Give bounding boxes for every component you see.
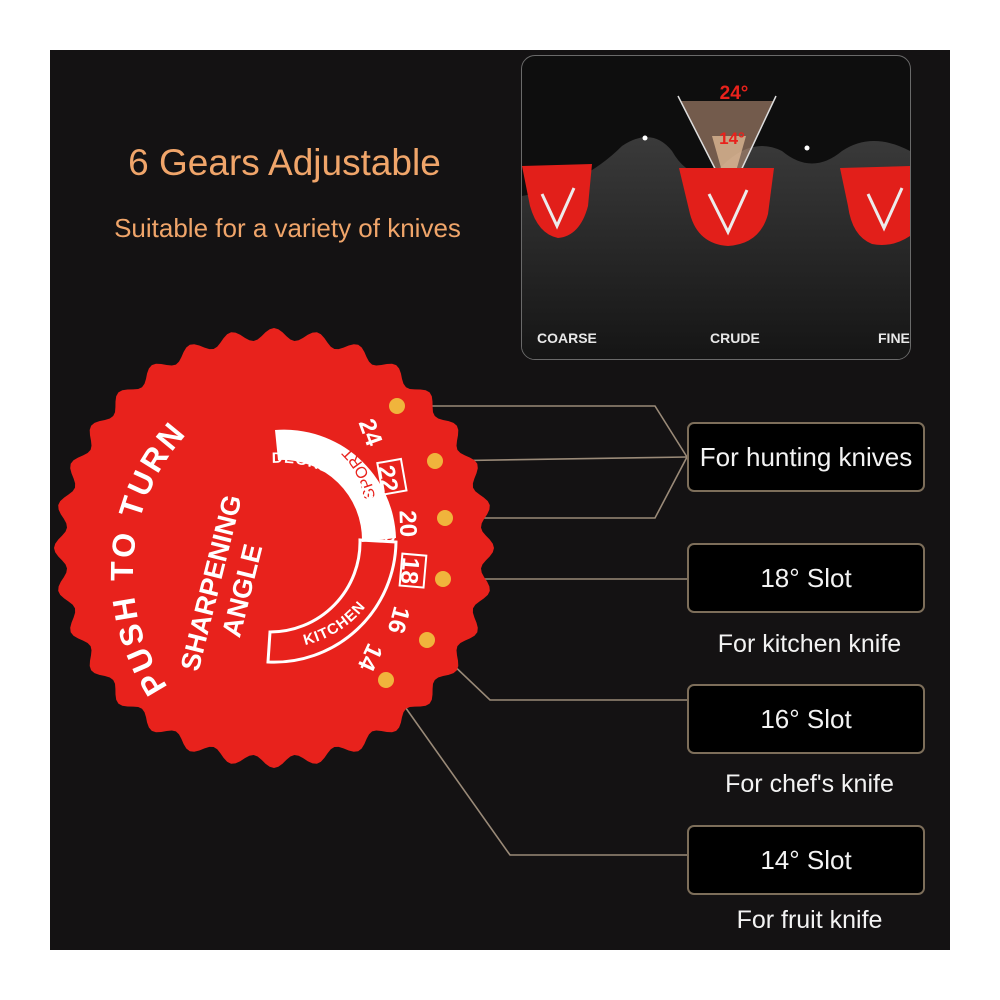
connector-16 <box>426 639 687 701</box>
angle-20: 20 <box>394 510 422 538</box>
slot-dot <box>642 135 648 141</box>
angle-18: 18 <box>395 556 424 585</box>
subheadline: Suitable for a variety of knives <box>114 213 461 243</box>
red-dial[interactable] <box>54 328 494 768</box>
connector-22 <box>434 456 688 462</box>
slot-label-fine: FINE <box>878 330 910 346</box>
slot-label-crude: CRUDE <box>710 330 760 346</box>
fine-v-rods <box>866 187 904 232</box>
marker-22[interactable] <box>427 453 443 469</box>
callout-14-slot: 14° Slot <box>687 825 925 895</box>
angle-wedge-14 <box>712 136 746 196</box>
crude-slot <box>679 168 774 246</box>
sharpener-body <box>522 137 910 359</box>
callout-18-slot: 18° Slot <box>687 543 925 613</box>
sharpener-slots-photo: 24° 14° COARSE CRUDE FINE <box>521 55 911 360</box>
caption-chefs-knife: For chef's knife <box>725 770 894 798</box>
angle-high-label: 24° <box>720 83 749 104</box>
connector-14 <box>385 679 687 856</box>
connector-20 <box>445 456 688 519</box>
coarse-v-rods <box>540 187 576 230</box>
caption-kitchen-knife: For kitchen knife <box>717 630 902 658</box>
angle-low-label: 14° <box>719 129 745 148</box>
marker-14[interactable] <box>378 672 394 688</box>
marker-18[interactable] <box>435 571 451 587</box>
angle-22: 22 <box>372 463 403 494</box>
product-panel: 6 Gears Adjustable Suitable for a variet… <box>50 50 950 950</box>
angle-18-box <box>398 552 428 589</box>
callout-16-slot: 16° Slot <box>687 684 925 754</box>
caption-fruit-knife: For fruit knife <box>736 906 883 934</box>
marker-24[interactable] <box>389 398 405 414</box>
marker-20[interactable] <box>437 510 453 526</box>
coarse-slot <box>522 164 592 238</box>
angle-markers <box>378 398 453 688</box>
slot-dot <box>804 145 810 151</box>
connector-24 <box>397 405 688 458</box>
kitchen-band-outline <box>266 538 398 664</box>
sharpener-slots-illustration: 24° 14° <box>522 83 910 359</box>
angle-dial-graphic: PUSH TO TURN SHARPENING ANGLE SPORT DEGR… <box>50 50 688 856</box>
crude-v-rods <box>707 189 749 236</box>
angle-22-box <box>376 457 408 496</box>
slot-label-coarse: COARSE <box>537 330 597 346</box>
marker-16[interactable] <box>419 632 435 648</box>
headline: 6 Gears Adjustable <box>128 142 441 183</box>
sport-band <box>275 429 396 542</box>
callout-hunting: For hunting knives <box>687 422 925 492</box>
